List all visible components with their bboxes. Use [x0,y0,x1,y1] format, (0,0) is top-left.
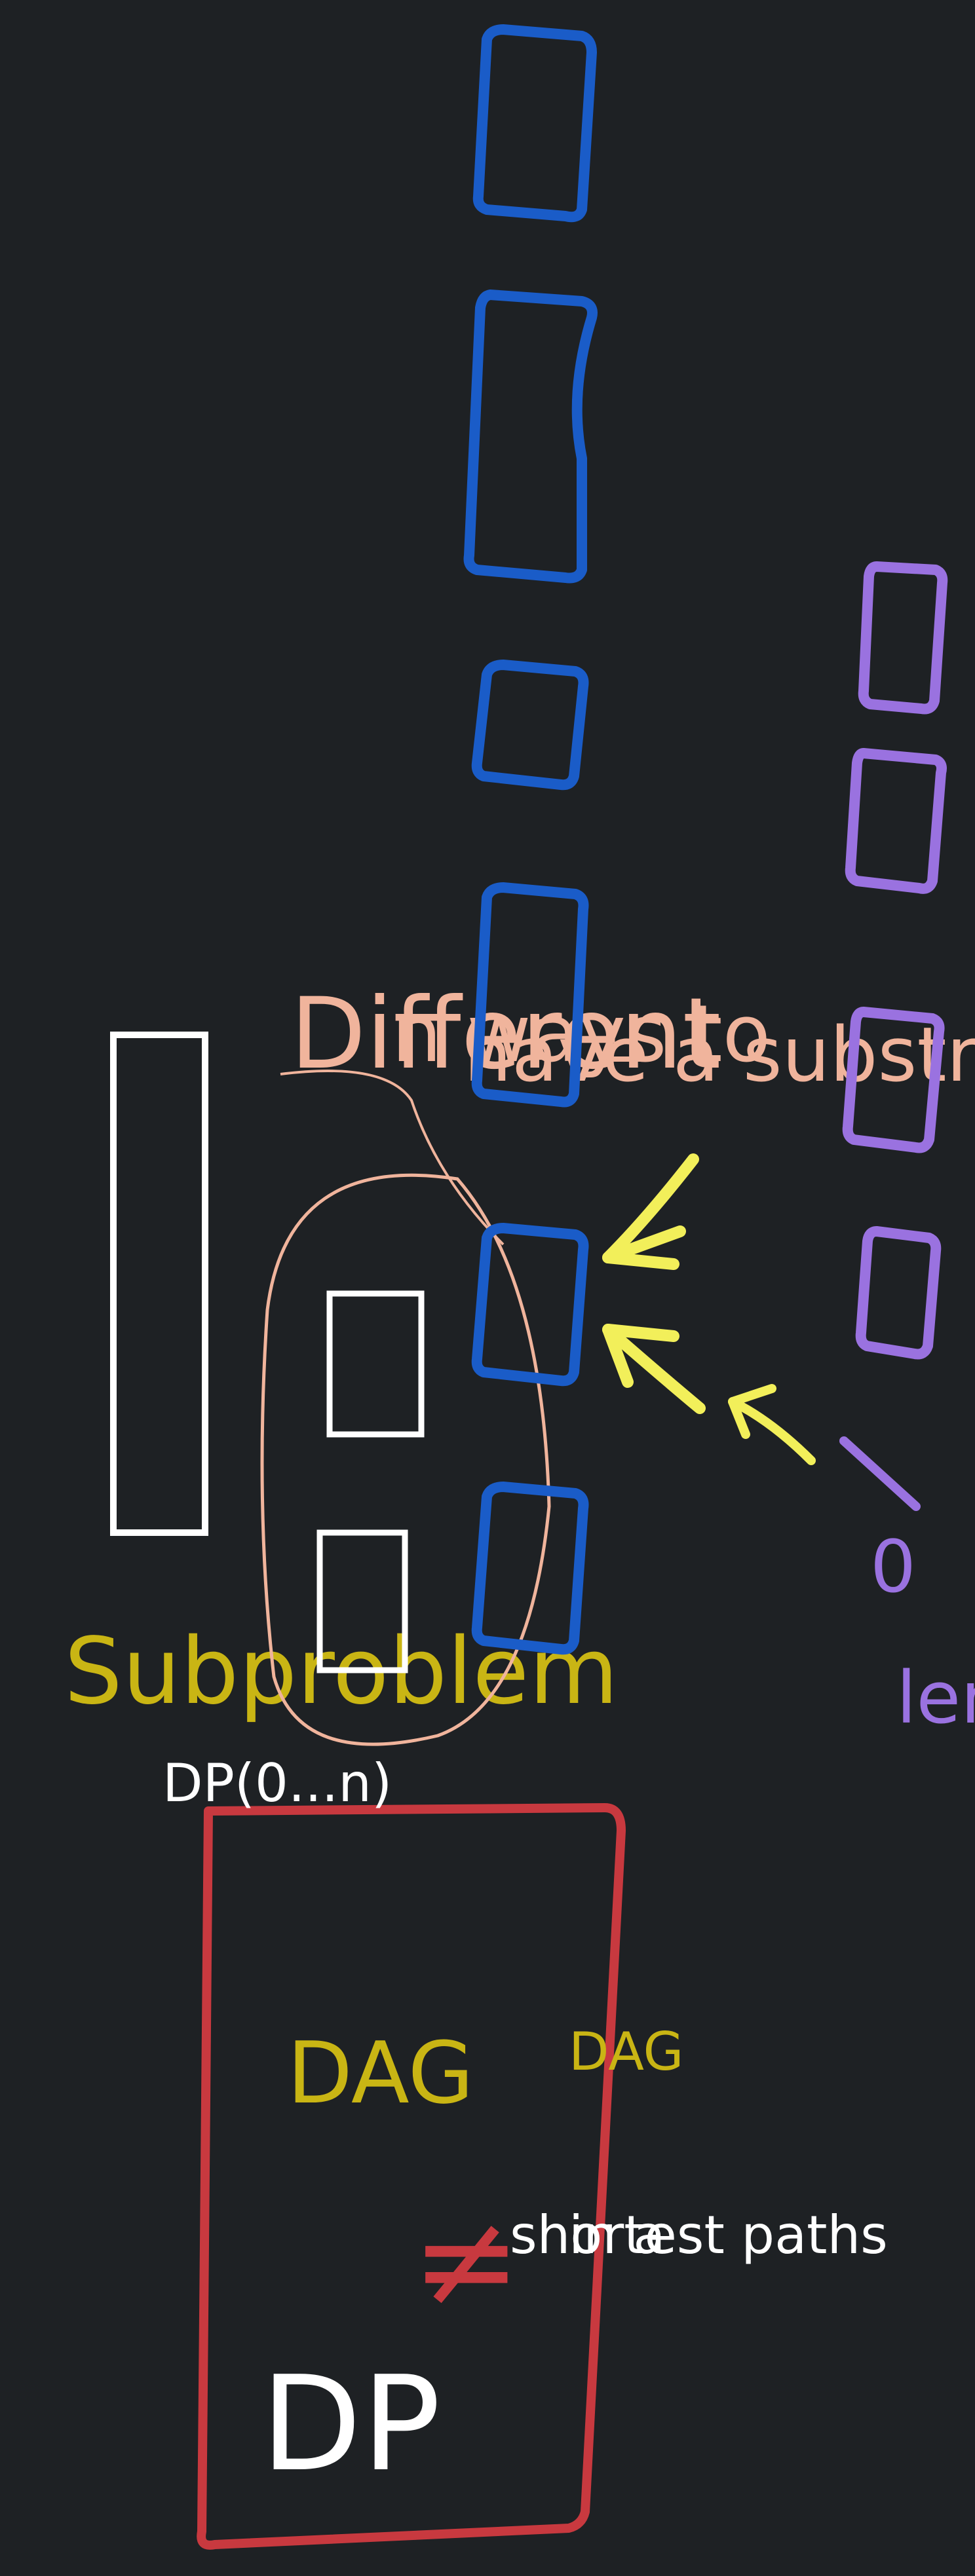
yellow-arrow-2-shaft [602,1324,706,1414]
len-label: len [896,1656,975,1740]
len-zero-slash [839,1436,921,1511]
subproblem-ellipse [260,1173,551,1746]
yellow-arrow-3-head [728,1384,776,1439]
blue-box-1 [472,24,597,223]
title-dag: DAG [287,2023,474,2123]
blue-box-6 [471,1482,589,1655]
yellow-arrow-1-head [602,1225,686,1270]
note-shortest-paths: shortest paths [510,2205,888,2266]
note-box [197,1803,626,2550]
note-dag: DAG [569,2021,684,2082]
note-in-a: in a [569,2205,665,2266]
len-zero: 0 [870,1525,916,1609]
annotation-pointer [280,1070,505,1246]
small-box-2 [316,1529,408,1673]
purple-box-2 [845,748,947,894]
note-not-equal: ≠ [411,2184,522,2337]
annotation-line3: have a substring [464,1011,975,1099]
yellow-arrow-1-shaft [602,1153,699,1263]
blue-box-4 [471,882,589,1108]
annotation-line1: Different [290,977,721,1091]
blue-box-5 [471,1223,589,1387]
note-dp: DP [261,2348,441,2501]
yellow-arrow-2-head [602,1324,679,1388]
dp-range-label: DP(0...n) [162,1753,392,1814]
blue-box-3 [471,660,589,791]
purple-box-1 [858,561,948,715]
small-box-1 [326,1290,425,1438]
dp-range-box [110,1032,208,1536]
purple-box-4 [855,1226,942,1360]
blue-box-2 [463,289,598,584]
purple-box-3 [842,1007,945,1153]
yellow-arrow-3-shaft [728,1397,816,1465]
